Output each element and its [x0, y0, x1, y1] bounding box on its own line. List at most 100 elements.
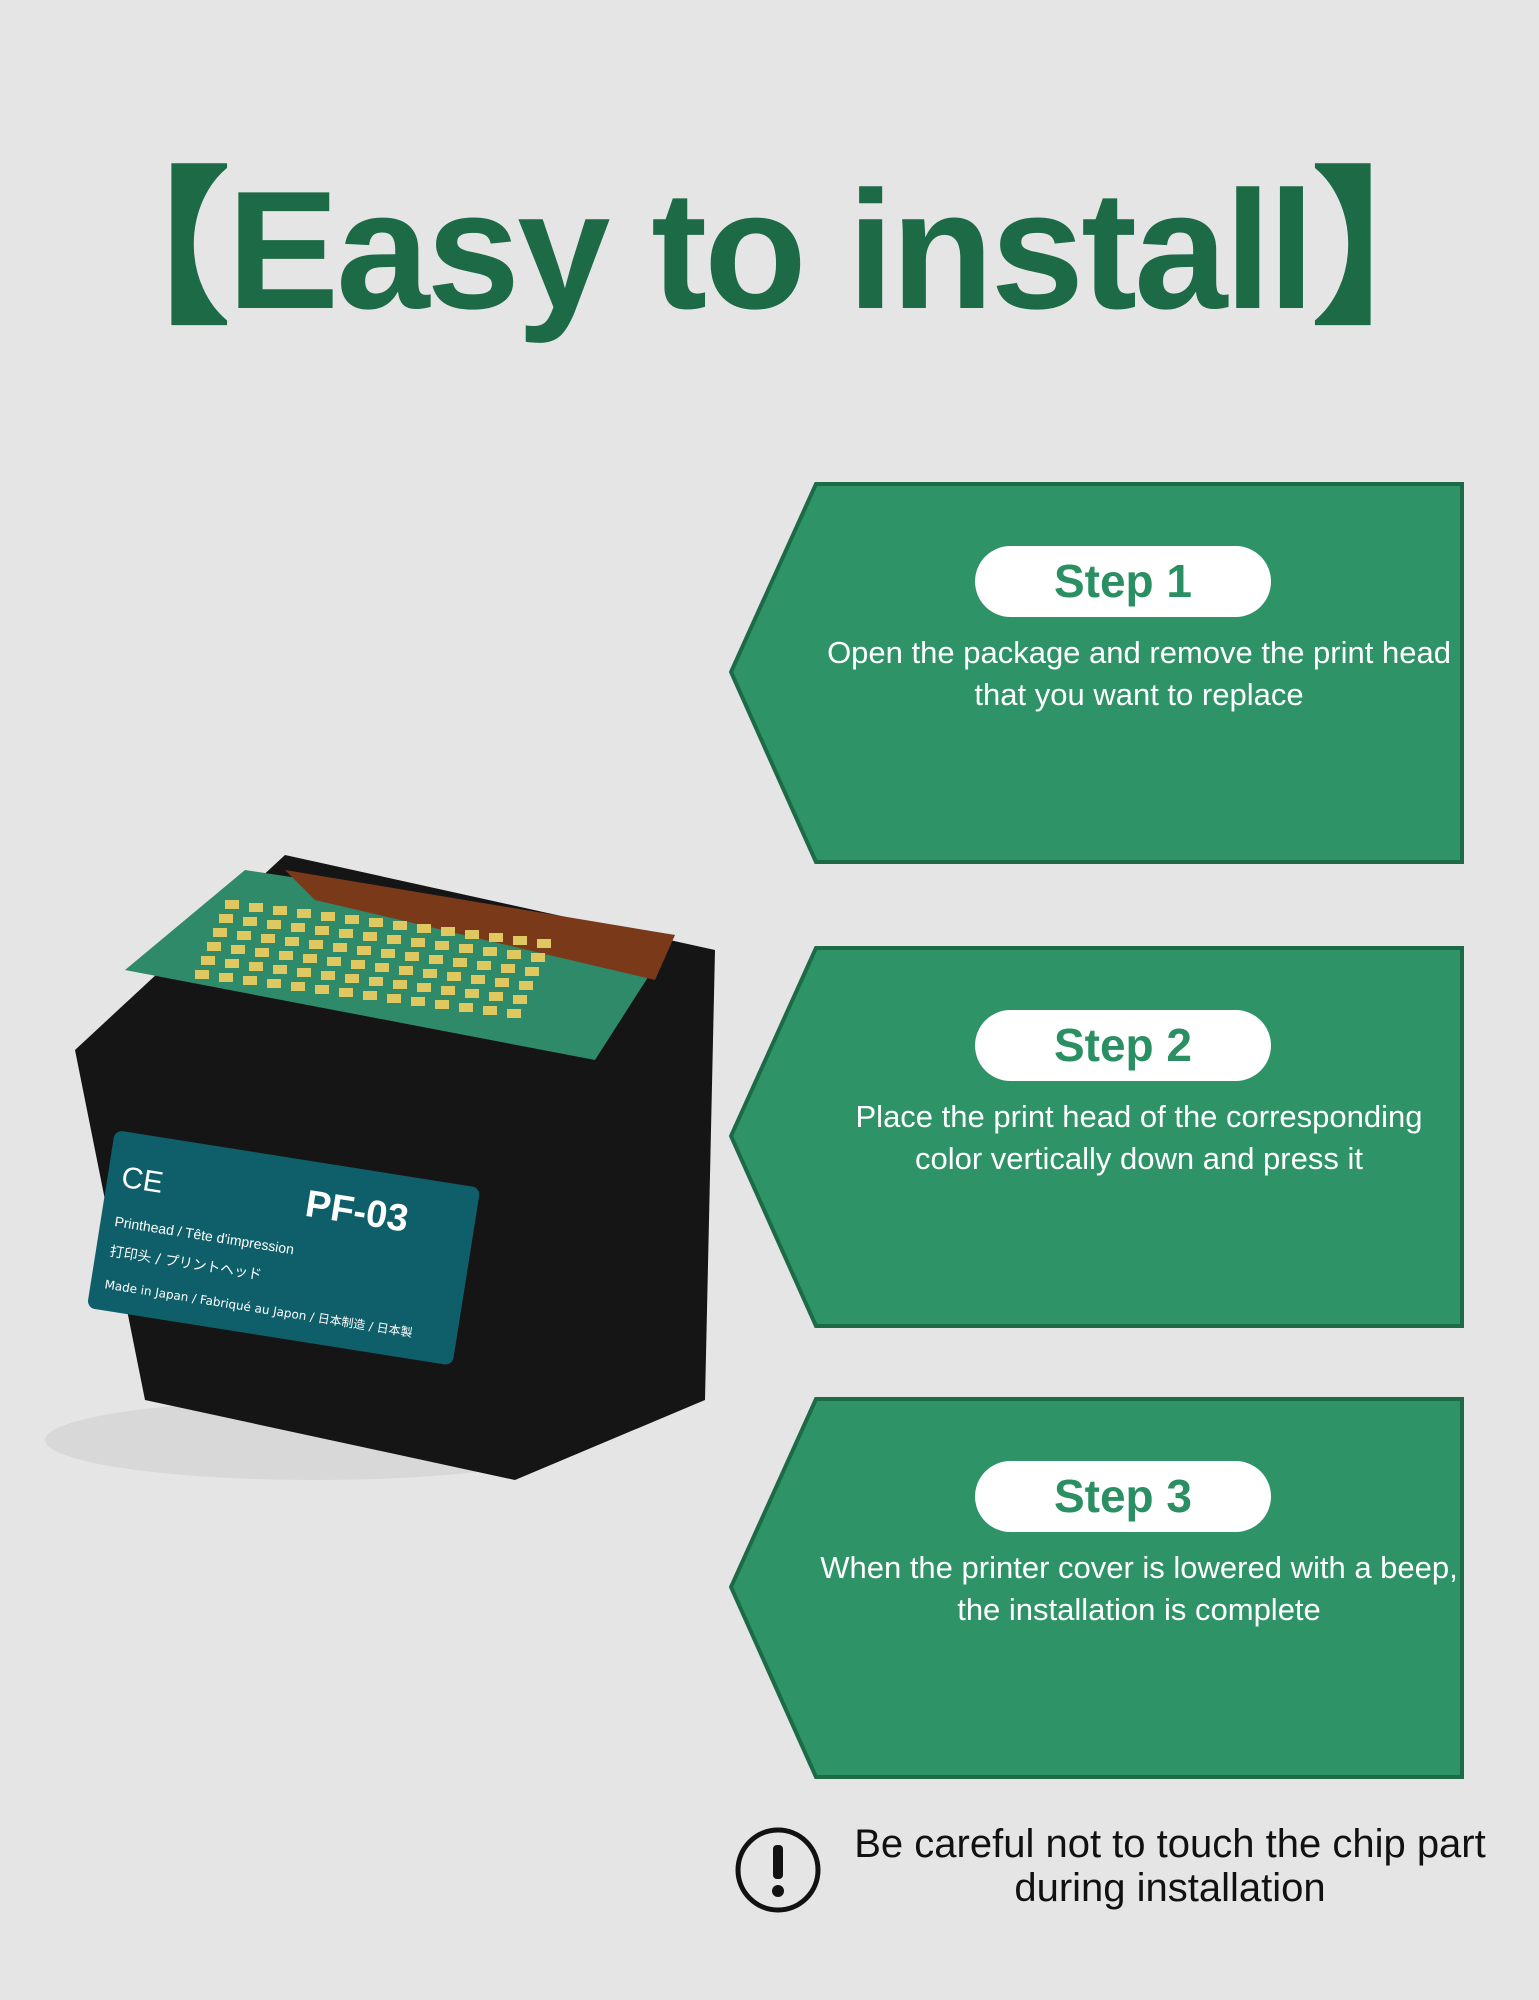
- chip-pad: [423, 969, 437, 978]
- chip-pad: [285, 937, 299, 946]
- step-3-text: When the printer cover is lowered with a…: [820, 1550, 1458, 1627]
- arrow-panel-shape: [729, 946, 1464, 1328]
- chip-pad: [441, 986, 455, 995]
- chip-pad: [225, 900, 239, 909]
- chip-contact-pads: [195, 900, 551, 1018]
- step-2-text: Place the print head of the correspondin…: [855, 1099, 1423, 1176]
- chip-pad: [495, 978, 509, 987]
- chip-pad: [273, 965, 287, 974]
- chip-pad: [363, 932, 377, 941]
- chip-pad: [483, 947, 497, 956]
- chip-pad: [405, 952, 419, 961]
- chip-pad: [465, 989, 479, 998]
- chip-pad: [345, 974, 359, 983]
- step-3-badge: Step 3: [975, 1461, 1271, 1532]
- chip-pad: [321, 971, 335, 980]
- chip-pad: [441, 927, 455, 936]
- chip-pad: [237, 931, 251, 940]
- chip-pad: [393, 921, 407, 930]
- chip-pad: [339, 988, 353, 997]
- chip-pad: [345, 915, 359, 924]
- product-label: PF-03 CE Printhead / Tête d'impression 打…: [87, 1131, 480, 1365]
- chip-pad: [459, 944, 473, 953]
- chip-pad: [249, 903, 263, 912]
- warning-note: Be careful not to touch the chip part du…: [730, 1822, 1490, 1922]
- step-1-badge: Step 1: [975, 546, 1271, 617]
- chip-pad: [513, 936, 527, 945]
- exclamation-circle-icon: [735, 1827, 821, 1913]
- chip-pad: [465, 930, 479, 939]
- chip-pad: [477, 961, 491, 970]
- warning-text: Be careful not to touch the chip part du…: [854, 1822, 1486, 1910]
- chip-pad: [279, 951, 293, 960]
- chip-pad: [501, 964, 515, 973]
- chip-pad: [531, 953, 545, 962]
- chip-pad: [267, 979, 281, 988]
- step-1-panel: Step 1 Open the package and remove the p…: [729, 482, 1465, 864]
- chip-pad: [411, 938, 425, 947]
- chip-pad: [255, 948, 269, 957]
- chip-pad: [471, 975, 485, 984]
- chip-pad: [195, 970, 209, 979]
- chip-pad: [213, 928, 227, 937]
- arrow-panel-shape: [729, 1397, 1464, 1779]
- chip-pad: [315, 985, 329, 994]
- chip-pad: [507, 1009, 521, 1018]
- chip-pad: [297, 968, 311, 977]
- chip-pad: [273, 906, 287, 915]
- ce-mark: CE: [119, 1161, 165, 1200]
- chip-pad: [225, 959, 239, 968]
- chip-pad: [525, 967, 539, 976]
- chip-pad: [489, 933, 503, 942]
- chip-pad: [513, 995, 527, 1004]
- chip-pad: [417, 983, 431, 992]
- chip-pad: [303, 954, 317, 963]
- chip-pad: [483, 1006, 497, 1015]
- chip-pad: [291, 982, 305, 991]
- chip-pad: [291, 923, 305, 932]
- chip-pad: [489, 992, 503, 1001]
- step-2-panel: Step 2 Place the print head of the corre…: [729, 946, 1465, 1328]
- chip-pad: [417, 924, 431, 933]
- page-title: 【Easy to install】: [62, 156, 1480, 344]
- chip-pad: [231, 945, 245, 954]
- chip-pad: [363, 991, 377, 1000]
- chip-pad: [339, 929, 353, 938]
- chip-pad: [357, 946, 371, 955]
- chip-pad: [453, 958, 467, 967]
- chip-pad: [399, 966, 413, 975]
- chip-pad: [369, 977, 383, 986]
- chip-pad: [435, 941, 449, 950]
- chip-pad: [243, 976, 257, 985]
- chip-pad: [333, 943, 347, 952]
- chip-pad: [393, 980, 407, 989]
- arrow-panel-shape: [729, 482, 1464, 864]
- chip-pad: [411, 997, 425, 1006]
- chip-pad: [519, 981, 533, 990]
- chip-pad: [369, 918, 383, 927]
- chip-pad: [537, 939, 551, 948]
- chip-pad: [315, 926, 329, 935]
- chip-pad: [243, 917, 257, 926]
- chip-pad: [207, 942, 221, 951]
- step-2-badge: Step 2: [975, 1010, 1271, 1081]
- chip-pad: [507, 950, 521, 959]
- chip-pad: [447, 972, 461, 981]
- step-3-panel: Step 3 When the printer cover is lowered…: [729, 1397, 1465, 1779]
- chip-pad: [201, 956, 215, 965]
- chip-pad: [429, 955, 443, 964]
- chip-pad: [309, 940, 323, 949]
- chip-pad: [381, 949, 395, 958]
- printhead-product-image: PF-03 CE Printhead / Tête d'impression 打…: [45, 855, 715, 1480]
- step-1-text: Open the package and remove the print he…: [827, 635, 1451, 712]
- chip-pad: [219, 973, 233, 982]
- chip-pad: [459, 1003, 473, 1012]
- chip-pad: [351, 960, 365, 969]
- chip-pad: [219, 914, 233, 923]
- chip-pad: [435, 1000, 449, 1009]
- chip-pad: [375, 963, 389, 972]
- chip-pad: [321, 912, 335, 921]
- chip-pad: [387, 935, 401, 944]
- chip-pad: [267, 920, 281, 929]
- chip-pad: [297, 909, 311, 918]
